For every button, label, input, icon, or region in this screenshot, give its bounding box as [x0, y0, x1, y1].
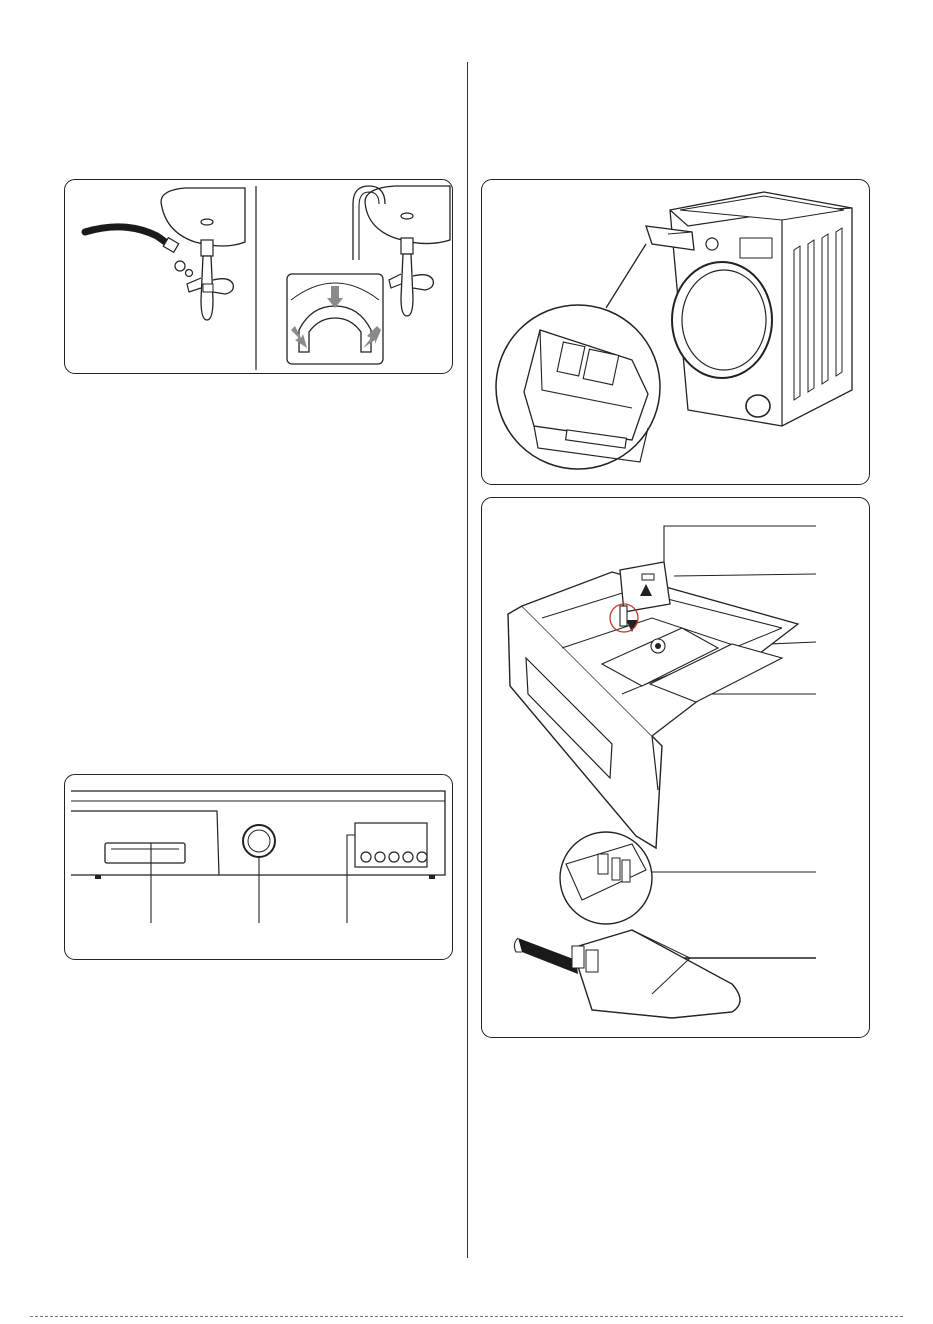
detergent-drawer-parts-illustration — [482, 498, 871, 1039]
drain-hose-connection-illustration — [65, 180, 454, 375]
page-bottom-rule — [30, 1316, 903, 1317]
column-divider — [467, 62, 468, 1258]
drawer-parts-figure — [481, 497, 870, 1038]
drain-hose-figure — [64, 179, 453, 374]
drawer-removal-figure — [481, 179, 870, 485]
control-panel-figure — [64, 774, 453, 960]
washing-machine-detergent-drawer-illustration — [482, 180, 871, 486]
control-panel-illustration — [65, 775, 454, 961]
